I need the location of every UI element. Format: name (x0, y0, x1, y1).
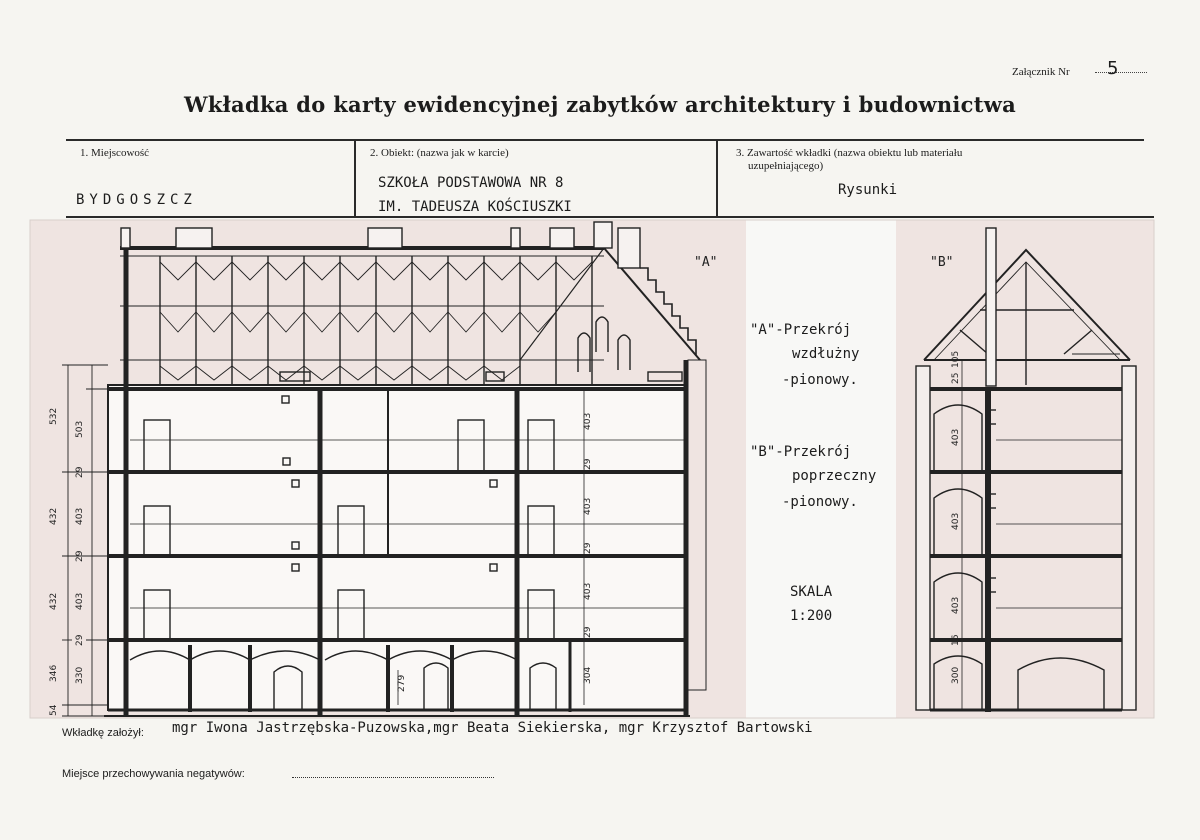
section-b-dimension-labels: 25 105 403 403 403 16 300 (951, 351, 961, 684)
dim-mid-6: 29 (583, 626, 593, 638)
legend-b-line3: -pionowy. (782, 494, 858, 510)
dim-mid-5: 403 (583, 583, 593, 600)
b-dim-7: 300 (951, 667, 961, 684)
negatives-label: Miejsce przechowywania negatywów: (62, 768, 245, 780)
location-value: BYDGOSZCZ (76, 192, 197, 208)
b-dim-6: 16 (951, 634, 961, 646)
dim-mid-7: 304 (583, 667, 593, 684)
dim-mid-1: 403 (583, 413, 593, 430)
scale-block: SKALA 1:200 (790, 580, 832, 628)
prepared-by-label: Wkładkę założył: (62, 727, 144, 739)
legend-b-line1: "B"-Przekrój (750, 444, 852, 460)
section-a-dimension-labels: 532 432 432 346 54 503 29 403 29 403 29 … (49, 408, 593, 716)
table-bottom-line (66, 216, 1154, 218)
contents-label-line1: 3. Zawartość wkładki (nazwa obiektu lub … (736, 147, 963, 159)
drawing-background-middle (746, 220, 896, 718)
b-dim-3: 403 (951, 429, 961, 446)
dim-ground: 279 (397, 675, 407, 692)
scale-label: SKALA (790, 584, 833, 600)
object-label: 2. Obiekt: (nazwa jak w karcie) (370, 147, 509, 159)
legend-b: "B"-Przekrój poprzeczny -pionowy. (750, 440, 876, 514)
section-b-label: "B" (930, 255, 953, 270)
scale-value: 1:200 (790, 608, 833, 624)
object-value-line2: IM. TADEUSZA KOŚCIUSZKI (378, 199, 572, 215)
dim-outer-1: 532 (49, 408, 59, 425)
legend-a: "A"-Przekrój wzdłużny -pionowy. (750, 318, 859, 392)
legend-b-line2: poprzeczny (792, 468, 877, 484)
annex-dotted-line (1095, 72, 1147, 73)
page-title: Wkładka do karty ewidencyjnej zabytków a… (183, 92, 1017, 117)
dim-inner-4: 29 (75, 550, 85, 562)
annex-label: Załącznik Nr (1012, 66, 1070, 78)
section-b-drawing (915, 227, 1137, 712)
legend-a-line1: "A"-Przekrój (750, 322, 852, 338)
dim-outer-5: 54 (49, 704, 59, 716)
contents-value: Rysunki (838, 182, 898, 198)
authors-value: mgr Iwona Jastrzębska-Puzowska,mgr Beata… (172, 720, 813, 736)
section-a-dimension-chain (62, 364, 108, 717)
b-dim-5: 403 (951, 597, 961, 614)
contents-label-line2: uzupełniającego) (748, 160, 824, 172)
drawing-background-b (896, 220, 1154, 718)
dim-outer-2: 432 (49, 508, 59, 525)
dim-inner-7: 330 (75, 667, 85, 684)
table-top-line (66, 139, 1144, 141)
negatives-dotted-line (292, 777, 494, 778)
section-a-label: "A" (694, 255, 717, 270)
dim-mid-2: 29 (583, 458, 593, 470)
dim-inner-5: 403 (75, 593, 85, 610)
table-divider-2 (716, 140, 718, 218)
dim-inner-2: 29 (75, 466, 85, 478)
annex-field: Załącznik Nr 5 (1012, 58, 1147, 79)
dim-mid-3: 403 (583, 498, 593, 515)
location-label: 1. Miejscowość (80, 147, 150, 159)
table-divider-1 (354, 140, 356, 218)
dim-outer-4: 346 (49, 665, 59, 682)
section-a-drawing (104, 221, 707, 717)
b-dim-2: 105 (951, 351, 961, 368)
dim-inner-6: 29 (75, 634, 85, 646)
legend-a-line2: wzdłużny (792, 346, 860, 362)
dim-mid-4: 29 (583, 542, 593, 554)
legend-a-line3: -pionowy. (782, 372, 858, 388)
annex-number: 5 (1107, 58, 1119, 79)
b-dim-4: 403 (951, 513, 961, 530)
object-value-line1: SZKOŁA PODSTAWOWA NR 8 (378, 175, 564, 191)
b-dim-1: 25 (951, 373, 961, 384)
dim-inner-3: 403 (75, 508, 85, 525)
dim-outer-3: 432 (49, 593, 59, 610)
dim-inner-1: 503 (75, 421, 85, 438)
